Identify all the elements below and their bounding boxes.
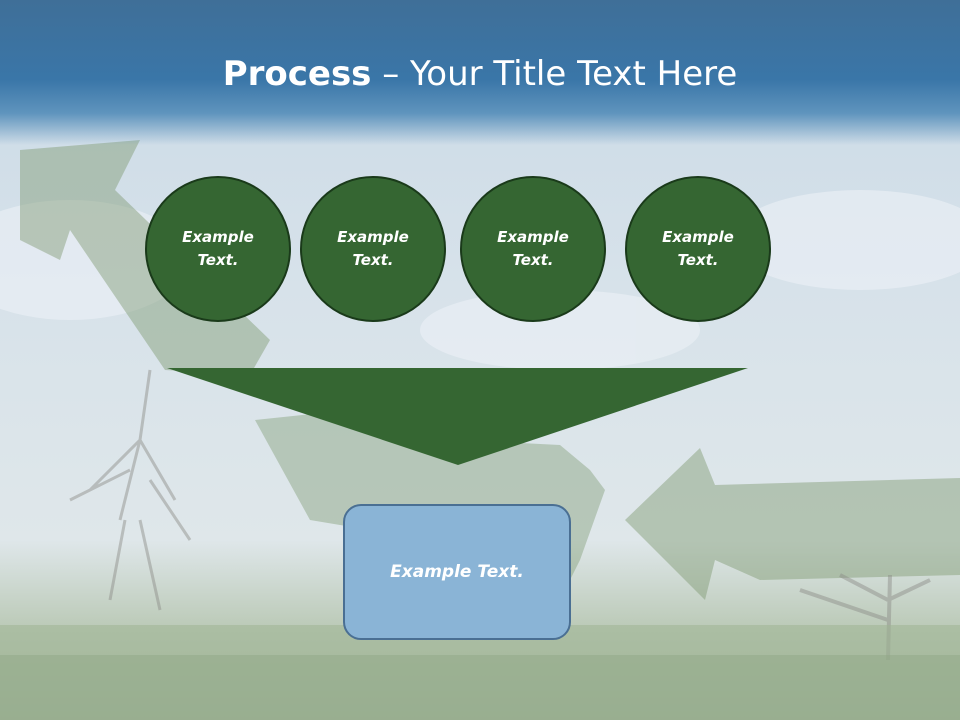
tree-roots	[69, 369, 192, 611]
step-circle-3: Example Text.	[460, 176, 606, 322]
step-circle-2: Example Text.	[300, 176, 446, 322]
tree-trunk-right	[799, 573, 931, 661]
title-rest: – Your Title Text Here	[371, 54, 738, 94]
step-circle-label: Example Text.	[662, 228, 734, 269]
step-circle-label: Example Text.	[182, 228, 254, 269]
title-band	[0, 0, 960, 145]
title-bold: Process	[222, 54, 372, 94]
tree-arrow-left	[625, 448, 960, 600]
step-circle-label: Example Text.	[497, 228, 569, 269]
slide-title: Process – Your Title Text Here	[0, 52, 960, 96]
result-label: Example Text.	[390, 562, 524, 582]
step-circle-label: Example Text.	[337, 228, 409, 269]
result-box: Example Text.	[343, 504, 571, 640]
step-circle-4: Example Text.	[625, 176, 771, 322]
step-circle-1: Example Text.	[145, 176, 291, 322]
